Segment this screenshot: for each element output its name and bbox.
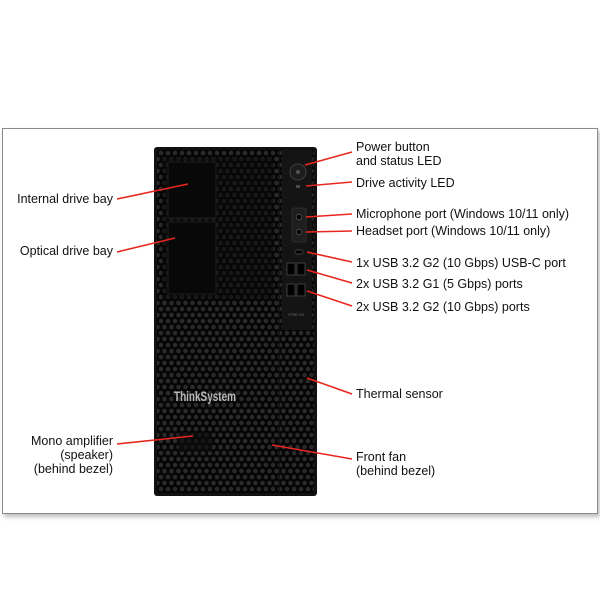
brand-logo-text: ThinkSystem [174, 388, 236, 404]
label-usb-g2-ports: 2x USB 3.2 G2 (10 Gbps) ports [356, 300, 530, 314]
audio-port-panel [291, 207, 307, 243]
label-headset-port: Headset port (Windows 10/11 only) [356, 224, 551, 238]
power-led-icon [296, 170, 300, 174]
label-optical-drive-bay: Optical drive bay [19, 244, 113, 258]
leader-microphone [305, 213, 353, 218]
label-microphone-port: Microphone port (Windows 10/11 only) [356, 207, 570, 221]
usb-g1-port-2-icon [296, 262, 306, 276]
drive-activity-led-icon [296, 185, 300, 188]
label-front-fan-line-2: (behind bezel) [356, 464, 436, 478]
label-thermal-sensor: Thermal sensor [356, 387, 443, 401]
leader-headset [305, 230, 353, 233]
internal-drive-bay [167, 161, 217, 219]
label-mono-amplifier: Mono amplifier (speaker) (behind bezel) [4, 434, 113, 476]
leader-front-fan [271, 444, 353, 460]
label-power-button-line-1: Power button [356, 140, 430, 154]
optical-drive-bay [167, 221, 217, 295]
headset-jack-icon [295, 228, 303, 236]
leader-thermal-sensor [306, 377, 353, 395]
label-usb-g1-ports: 2x USB 3.2 G1 (5 Gbps) ports [356, 277, 523, 291]
label-mono-amplifier-line-1: Mono amplifier [31, 434, 113, 448]
usb-c-port-icon [294, 249, 304, 255]
label-mono-amplifier-line-3: (behind bezel) [33, 462, 113, 476]
leader-power-button [304, 151, 353, 166]
leader-mono-amplifier [116, 435, 194, 445]
usb-g1-port-1-icon [286, 262, 296, 276]
leader-usb-g1 [306, 269, 353, 284]
model-badge: ST50 V3 [288, 312, 304, 317]
leader-usb-g2 [306, 290, 353, 307]
label-front-fan: Front fan (behind bezel) [356, 450, 435, 478]
leader-internal-drive-bay [116, 183, 189, 200]
label-power-button-line-2: and status LED [356, 154, 442, 168]
label-mono-amplifier-line-2: (speaker) [60, 448, 113, 462]
label-drive-activity-led: Drive activity LED [356, 176, 455, 190]
usb-g2-port-1-icon [286, 283, 296, 297]
speaker-area [178, 432, 212, 452]
leader-drive-activity [305, 181, 353, 187]
microphone-jack-icon [295, 213, 303, 221]
leader-optical-drive-bay [116, 237, 176, 253]
label-power-button: Power button and status LED [356, 140, 441, 168]
label-front-fan-line-1: Front fan [356, 450, 407, 464]
label-usb-c-port: 1x USB 3.2 G2 (10 Gbps) USB-C port [356, 256, 566, 270]
leader-usb-c [306, 251, 353, 263]
usb-g2-port-2-icon [296, 283, 306, 297]
leader-lines [116, 151, 353, 460]
label-internal-drive-bay: Internal drive bay [17, 192, 113, 206]
